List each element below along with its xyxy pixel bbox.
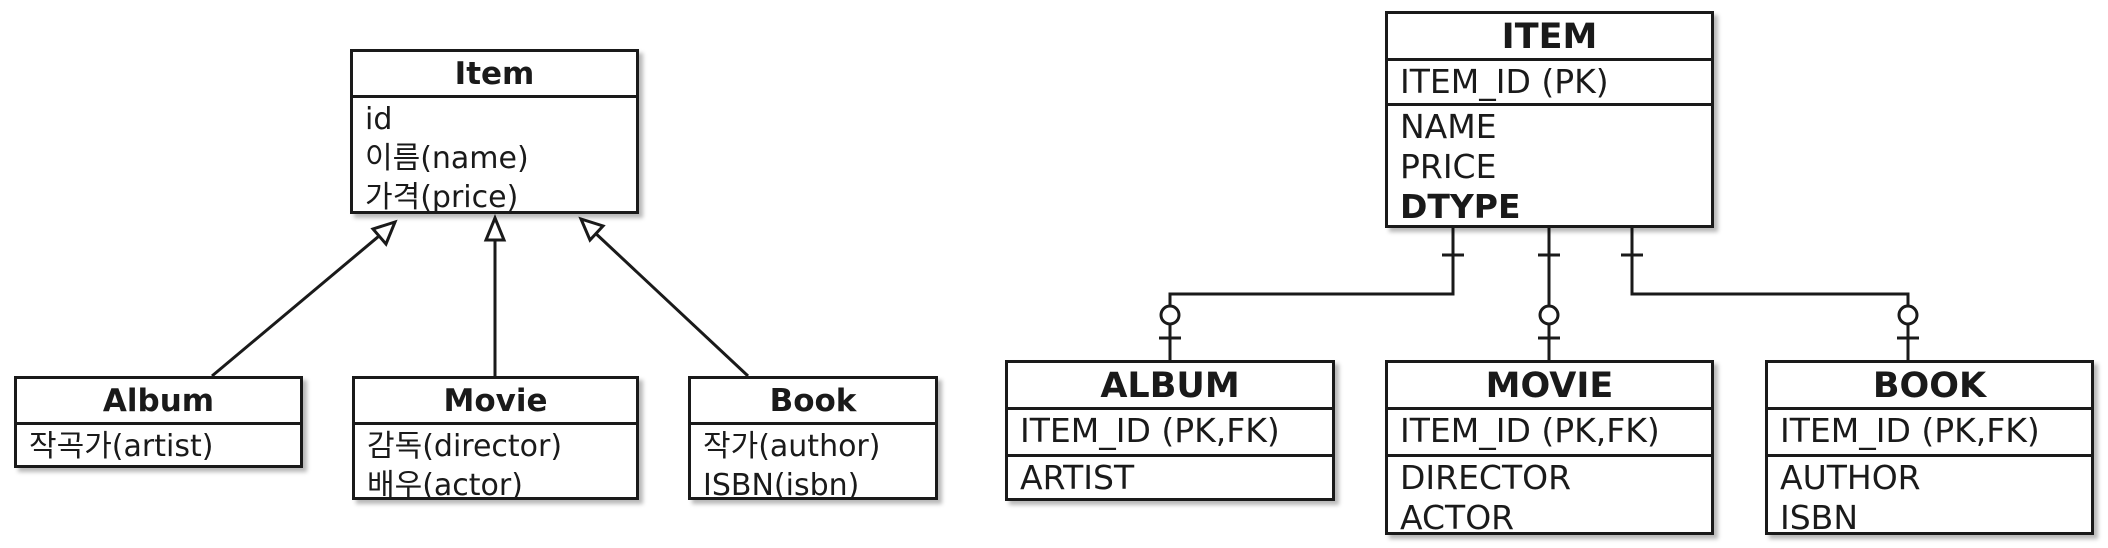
class-title: Movie bbox=[355, 379, 636, 425]
book-to-item-line bbox=[590, 228, 750, 378]
primary-key-section: ITEM_ID (PK,FK) bbox=[1008, 410, 1332, 454]
column: ARTIST bbox=[1020, 458, 1135, 497]
inheritance-arrowhead-icon bbox=[578, 216, 606, 243]
primary-key-section: ITEM_ID (PK,FK) bbox=[1768, 410, 2091, 454]
column-section: DIRECTOR ACTOR bbox=[1388, 454, 1711, 538]
class-fields: 감독(director) 배우(actor) bbox=[355, 425, 636, 505]
uml-album-class: Album 작곡가(artist) bbox=[14, 376, 303, 468]
uml-movie-class: Movie 감독(director) 배우(actor) bbox=[352, 376, 639, 503]
column: ACTOR bbox=[1400, 498, 1515, 537]
primary-key-section: ITEM_ID (PK) bbox=[1388, 61, 1711, 103]
erd-relationships bbox=[1159, 228, 1919, 360]
column: NAME bbox=[1400, 107, 1497, 146]
field: 감독(director) bbox=[367, 429, 563, 464]
class-title: Item bbox=[353, 52, 636, 98]
class-fields: 작곡가(artist) bbox=[17, 425, 300, 466]
column: AUTHOR bbox=[1780, 458, 1921, 497]
uml-generalization-arrows bbox=[211, 214, 750, 378]
field: 배우(actor) bbox=[367, 468, 523, 503]
primary-key: ITEM_ID (PK,FK) bbox=[1780, 411, 2040, 450]
primary-key: ITEM_ID (PK) bbox=[1400, 62, 1609, 101]
item-album-relation-line bbox=[1168, 228, 1455, 306]
column: DIRECTOR bbox=[1400, 458, 1572, 497]
uml-item-class: Item id 이름(name) 가격(price) bbox=[350, 49, 639, 217]
primary-key-section: ITEM_ID (PK,FK) bbox=[1388, 410, 1711, 454]
class-fields: id 이름(name) 가격(price) bbox=[353, 98, 636, 217]
erd-book-table: BOOK ITEM_ID (PK,FK) AUTHOR ISBN bbox=[1765, 360, 2094, 538]
primary-key: ITEM_ID (PK,FK) bbox=[1020, 411, 1280, 450]
discriminator-column: DTYPE bbox=[1400, 187, 1521, 226]
zero-circle-icon bbox=[1897, 304, 1919, 326]
table-title: ALBUM bbox=[1008, 363, 1332, 410]
inheritance-arrowhead-icon bbox=[483, 214, 507, 242]
uml-book-class: Book 작가(author) ISBN(isbn) bbox=[688, 376, 938, 503]
item-book-relation-line bbox=[1630, 228, 1910, 306]
erd-album-table: ALBUM ITEM_ID (PK,FK) ARTIST bbox=[1005, 360, 1335, 501]
album-to-item-line bbox=[211, 229, 386, 378]
field: ISBN(isbn) bbox=[703, 468, 860, 503]
erd-item-table: ITEM ITEM_ID (PK) NAME PRICE DTYPE bbox=[1385, 11, 1714, 228]
column-section: NAME PRICE DTYPE bbox=[1388, 103, 1711, 227]
class-fields: 작가(author) ISBN(isbn) bbox=[691, 425, 935, 505]
field: 작곡가(artist) bbox=[29, 429, 214, 464]
primary-key: ITEM_ID (PK,FK) bbox=[1400, 411, 1660, 450]
field: 작가(author) bbox=[703, 429, 881, 464]
field: 가격(price) bbox=[365, 180, 519, 215]
inheritance-arrowhead-icon bbox=[370, 219, 398, 247]
table-title: BOOK bbox=[1768, 363, 2091, 410]
column: PRICE bbox=[1400, 147, 1497, 186]
column: ISBN bbox=[1780, 498, 1859, 537]
class-title: Album bbox=[17, 379, 300, 425]
zero-circle-icon bbox=[1159, 304, 1181, 326]
erd-movie-table: MOVIE ITEM_ID (PK,FK) DIRECTOR ACTOR bbox=[1385, 360, 1714, 538]
zero-circle-icon bbox=[1538, 304, 1560, 326]
table-title: MOVIE bbox=[1388, 363, 1711, 410]
column-section: ARTIST bbox=[1008, 454, 1332, 498]
field: 이름(name) bbox=[365, 141, 529, 176]
class-title: Book bbox=[691, 379, 935, 425]
table-title: ITEM bbox=[1388, 14, 1711, 61]
column-section: AUTHOR ISBN bbox=[1768, 454, 2091, 538]
field: id bbox=[365, 102, 393, 137]
